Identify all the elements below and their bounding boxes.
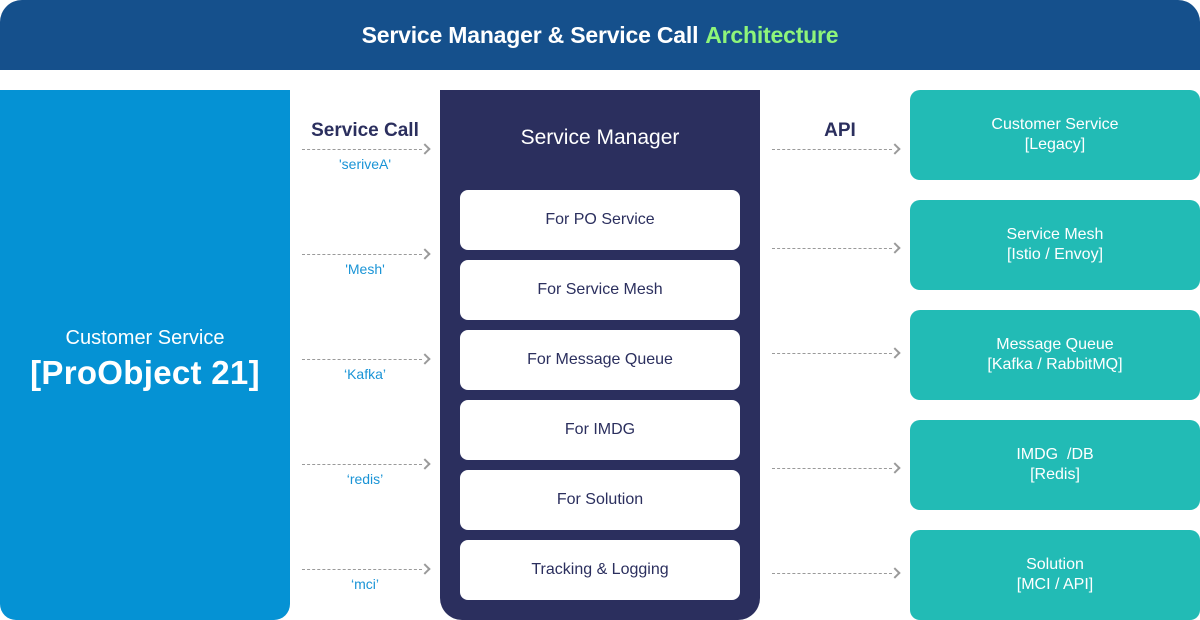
service-call-arrow-3: [302, 353, 431, 366]
target-name: IMDG /DB: [1016, 446, 1094, 463]
service-call-label: ‘redis’: [346, 471, 384, 487]
service-call-label: ‘mci’: [351, 576, 379, 592]
api-heading: API: [824, 120, 856, 141]
target-detail: [Istio / Envoy]: [1006, 246, 1104, 263]
diagram-title-bar: Service Manager & Service Call Architect…: [0, 0, 1200, 70]
service-call-arrow-1: [302, 143, 431, 156]
customer-service-title: [ProObject 21]: [30, 353, 260, 391]
diagram-title: Service Manager & Service Call: [361, 21, 699, 48]
api-arrow-5: [772, 567, 901, 580]
target-service-mesh: Service Mesh [Istio / Envoy]: [910, 200, 1200, 290]
service-manager-title: Service Manager: [520, 126, 680, 149]
target-solution: Solution [MCI / API]: [910, 530, 1200, 620]
customer-service-proobject-block: Customer Service [ProObject 21]: [0, 90, 290, 620]
target-detail: [Kafka / RabbitMQ]: [987, 356, 1123, 373]
module-solution: For Solution: [460, 470, 740, 530]
service-call-arrow-4: [302, 458, 431, 471]
arrow-head-icon: [419, 143, 431, 155]
service-call-arrow-2: [302, 248, 431, 261]
module-imdg: For IMDG: [460, 400, 740, 460]
diagram-title-accent: Architecture: [705, 21, 839, 48]
service-call-heading: Service Call: [311, 120, 419, 141]
module-service-mesh: For Service Mesh: [460, 260, 740, 320]
arrow-head-icon: [419, 563, 431, 575]
arrow-head-icon: [889, 143, 901, 155]
arrow-head-icon: [889, 347, 901, 359]
target-name: Solution: [1026, 556, 1084, 573]
service-call-arrow-5: [302, 563, 431, 576]
target-imdg-db: IMDG /DB [Redis]: [910, 420, 1200, 510]
arrow-head-icon: [889, 462, 901, 474]
api-arrow-3: [772, 347, 901, 360]
arrow-head-icon: [889, 242, 901, 254]
target-detail: [MCI / API]: [1016, 576, 1094, 593]
arrow-head-icon: [889, 567, 901, 579]
target-detail: [Redis]: [1030, 466, 1080, 483]
api-arrow-2: [772, 242, 901, 255]
customer-service-subtitle: Customer Service: [65, 326, 225, 349]
target-name: Customer Service: [991, 116, 1119, 133]
service-manager-block: Service Manager For PO Service For Servi…: [440, 90, 760, 620]
target-customer-service-legacy: Customer Service [Legacy]: [910, 90, 1200, 180]
api-arrow-4: [772, 462, 901, 475]
service-call-label: 'seriveA': [338, 156, 392, 172]
module-tracking-logging: Tracking & Logging: [460, 540, 740, 600]
arrow-head-icon: [419, 248, 431, 260]
arrow-head-icon: [419, 353, 431, 365]
service-call-label: 'Mesh': [345, 261, 385, 277]
target-name: Service Mesh: [1006, 226, 1104, 243]
module-message-queue: For Message Queue: [460, 330, 740, 390]
api-arrow-1: [772, 143, 901, 156]
target-name: Message Queue: [996, 336, 1114, 353]
target-detail: [Legacy]: [1024, 136, 1086, 153]
target-message-queue: Message Queue [Kafka / RabbitMQ]: [910, 310, 1200, 400]
service-call-label: ‘Kafka’: [343, 366, 387, 382]
module-po-service: For PO Service: [460, 190, 740, 250]
arrow-head-icon: [419, 458, 431, 470]
